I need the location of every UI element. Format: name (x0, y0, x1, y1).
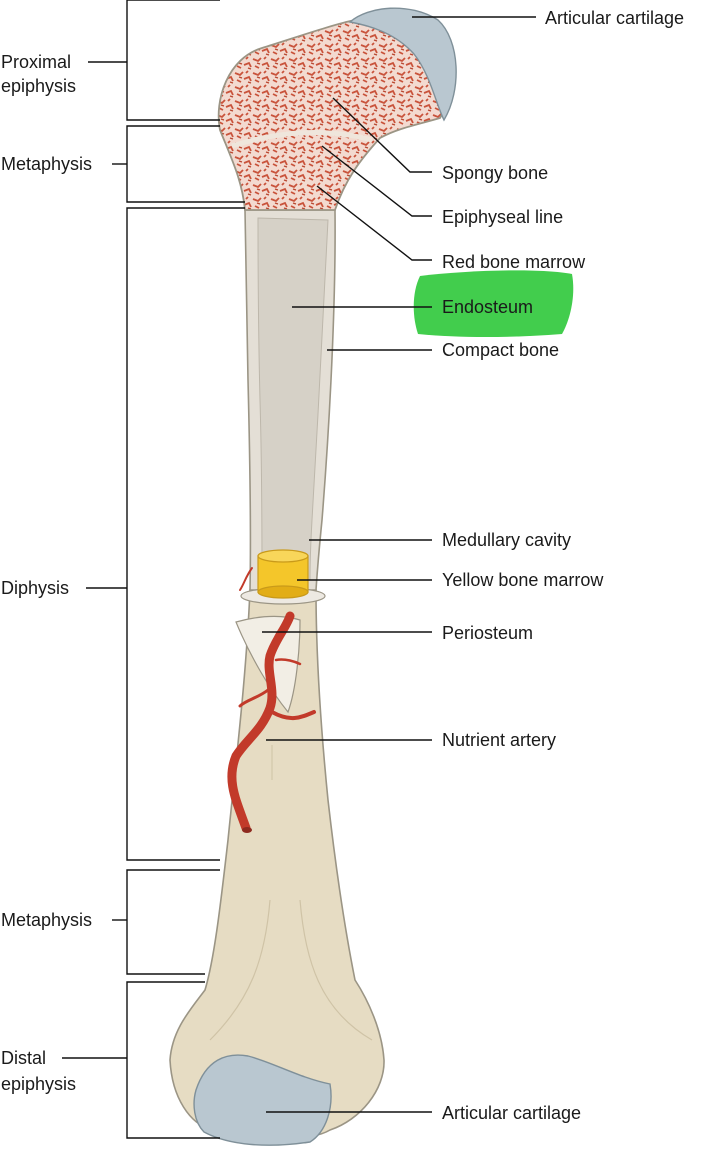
label-periosteum: Periosteum (442, 623, 533, 643)
label-endosteum: Endosteum (442, 297, 533, 317)
label-proximal-metaphysis: Metaphysis (1, 154, 92, 174)
label-proximal-epiphysis-line1: Proximal (1, 52, 71, 72)
label-articular-cartilage-top: Articular cartilage (545, 8, 684, 28)
articular-cartilage-top-shape (348, 7, 457, 122)
label-proximal-epiphysis-line2: epiphysis (1, 76, 76, 96)
articular-cartilage-bottom-shape (193, 1054, 332, 1146)
region-brackets (62, 0, 245, 1139)
label-distal-epiphysis-line1: Distal (1, 1048, 46, 1068)
label-nutrient-artery: Nutrient artery (442, 730, 556, 750)
yellow-marrow-plug (257, 549, 309, 599)
label-epiphyseal-line: Epiphyseal line (442, 207, 563, 227)
label-medullary-cavity: Medullary cavity (442, 530, 571, 550)
epiphyseal-line-shape (231, 130, 373, 149)
label-diphysis: Diphysis (1, 578, 69, 598)
leader-lines (262, 16, 536, 1113)
label-distal-metaphysis: Metaphysis (1, 910, 92, 930)
endosteum-highlight (413, 270, 574, 337)
label-red-bone-marrow: Red bone marrow (442, 252, 586, 272)
label-compact-bone: Compact bone (442, 340, 559, 360)
label-spongy-bone: Spongy bone (442, 163, 548, 183)
label-yellow-bone-marrow: Yellow bone marrow (442, 570, 604, 590)
label-articular-cartilage-bottom: Articular cartilage (442, 1103, 581, 1123)
label-distal-epiphysis-line2: epiphysis (1, 1074, 76, 1094)
bone-body (169, 7, 457, 1146)
nutrient-artery-shape (227, 567, 316, 833)
